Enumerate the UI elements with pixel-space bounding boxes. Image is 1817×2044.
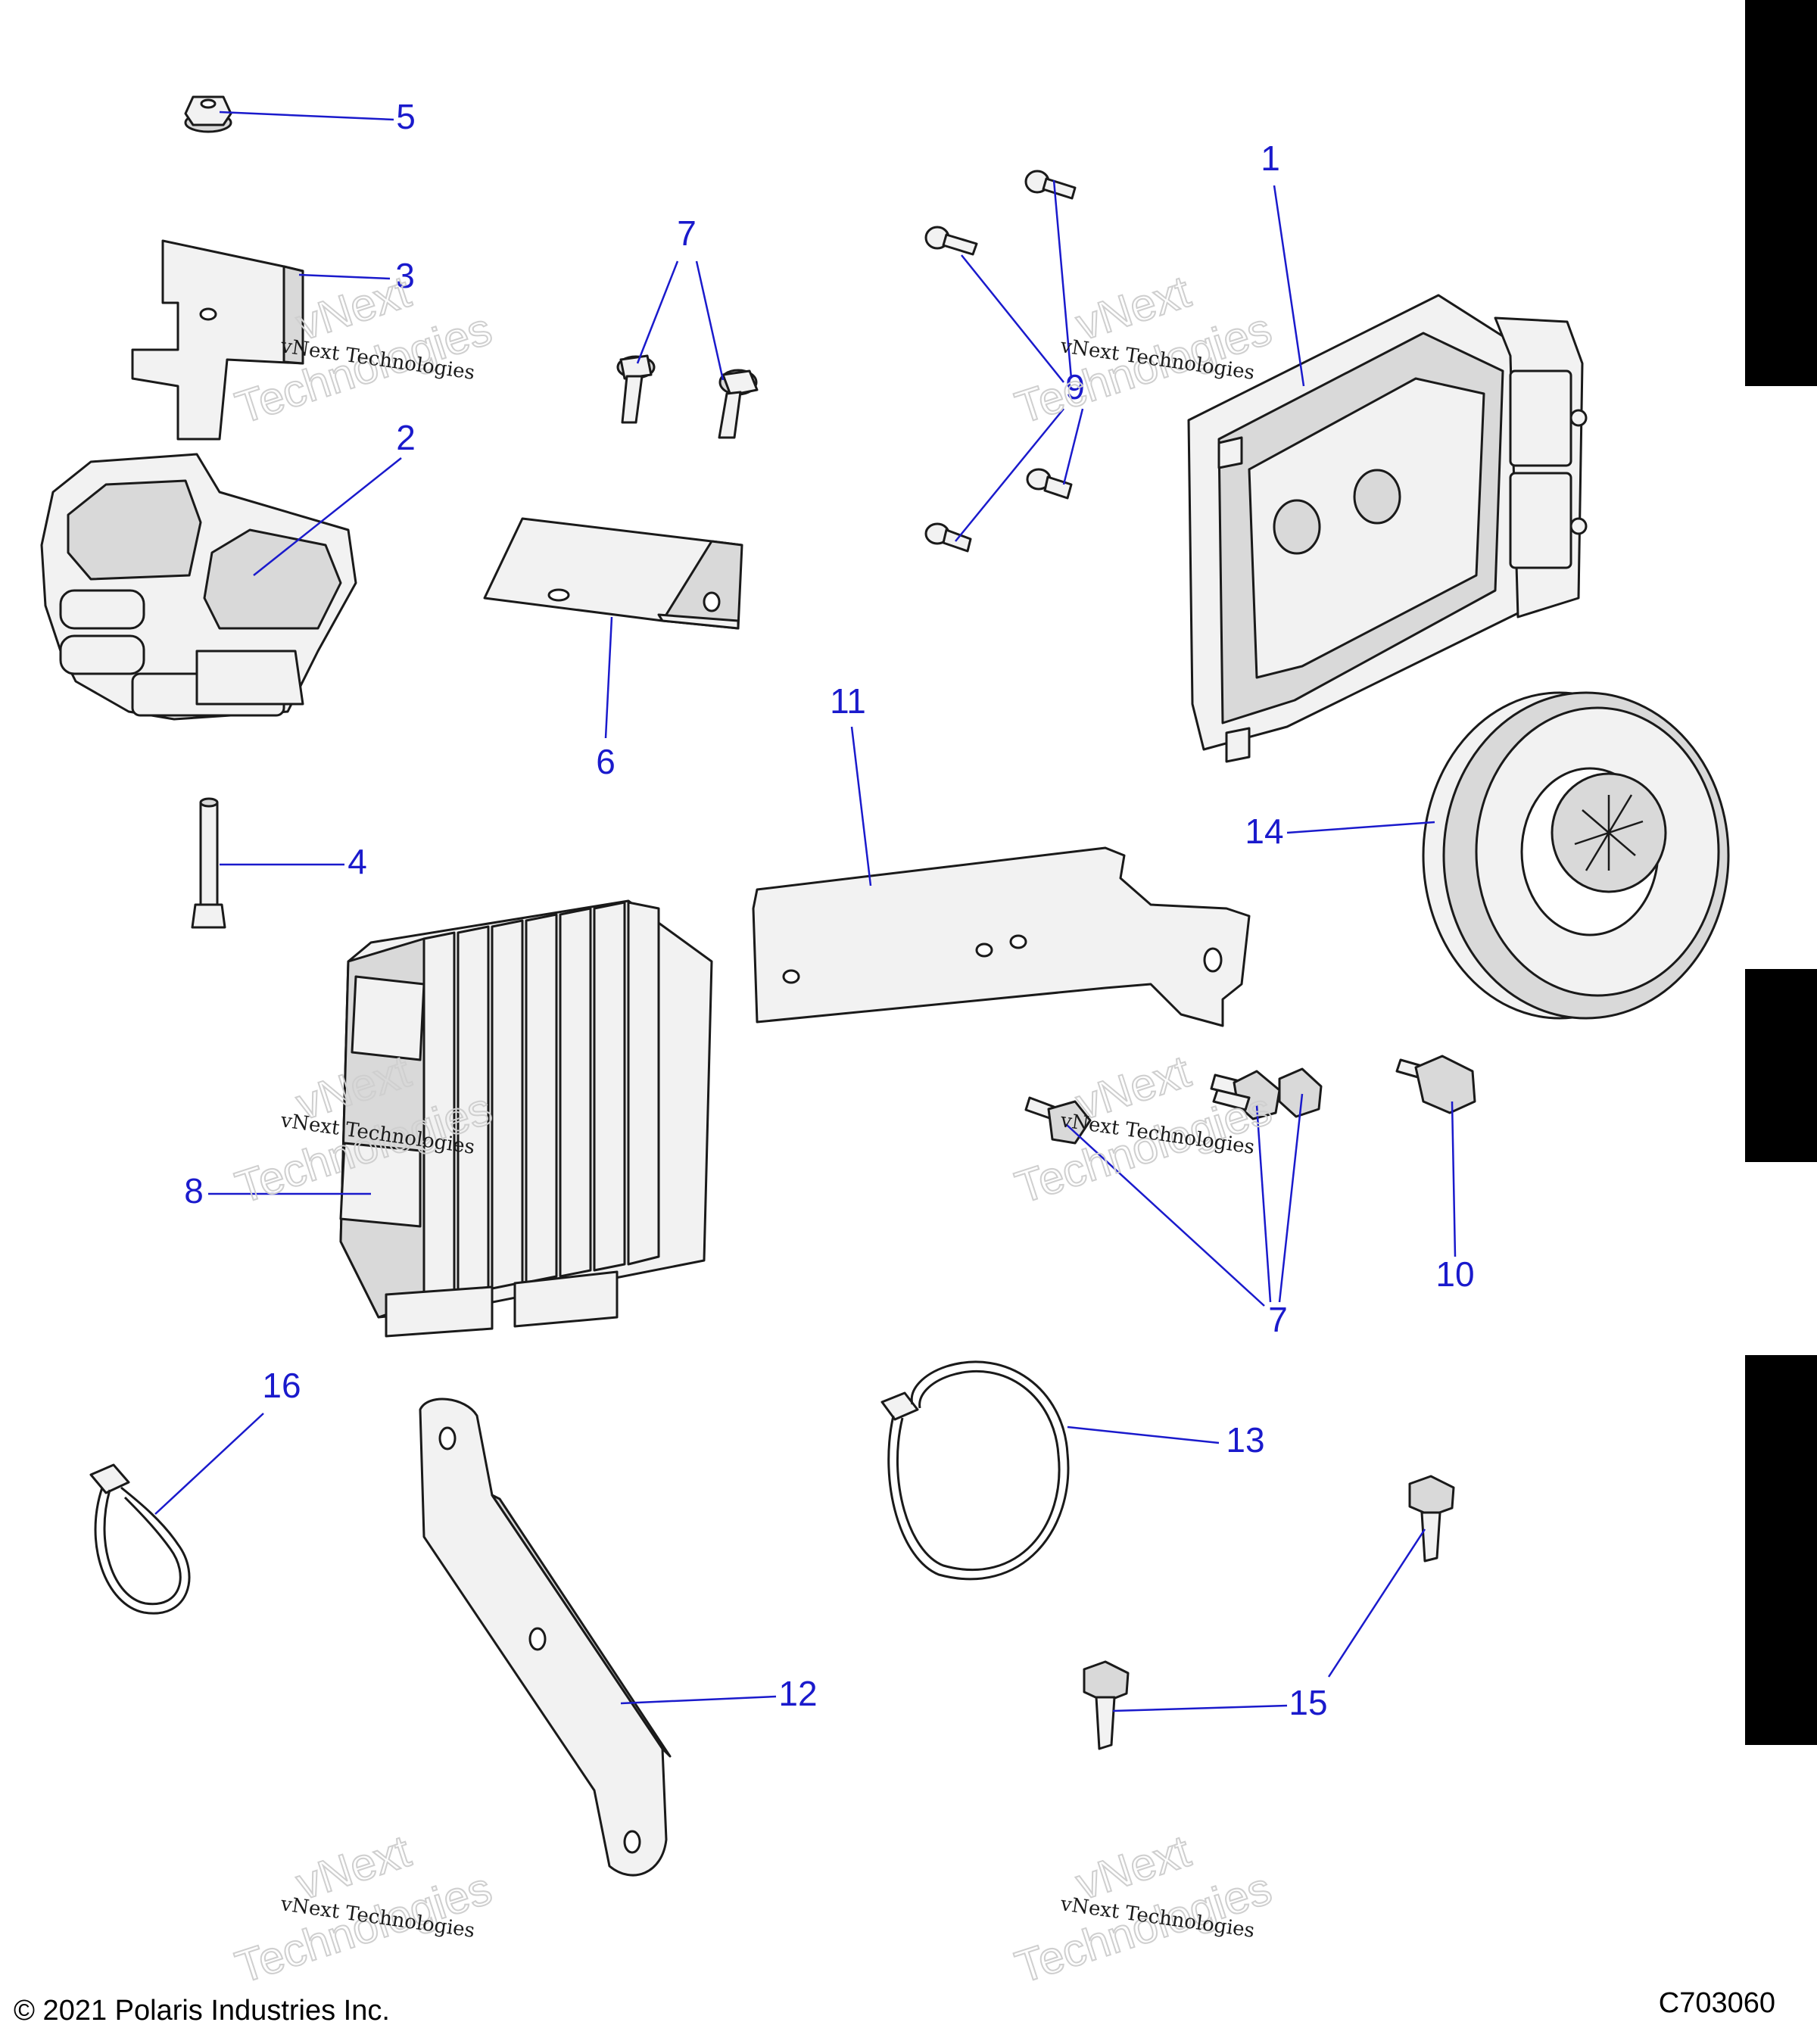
- part-15-bolt-upper: [1408, 1475, 1455, 1563]
- callout-8: 8: [184, 1171, 204, 1211]
- part-7-bolt-upper-right: [718, 369, 759, 439]
- watermarks: vNext Technologies vNext Technologies vN…: [229, 265, 1278, 1993]
- leader-6: [604, 616, 613, 739]
- part-15-bolt-lower: [1083, 1660, 1130, 1750]
- part-9-screw-a: [1024, 170, 1077, 200]
- part-7-bolt-lower-right: [1212, 1067, 1323, 1118]
- part-13-cable-tie: [880, 1360, 1070, 1581]
- part-5-flange-nut: [184, 95, 232, 133]
- part-6-bracket: [483, 517, 743, 630]
- watermark-4: vNext Technologies vNext Technologies: [1008, 1045, 1278, 1214]
- callout-11: 11: [830, 681, 866, 721]
- part-1-ecu: [1187, 294, 1588, 763]
- part-7-bolt-lower-left: [1024, 1096, 1092, 1145]
- figure-code: C703060: [1659, 1987, 1775, 2019]
- callout-5: 5: [396, 97, 416, 136]
- leader-13: [1067, 1426, 1220, 1444]
- leader-10: [1451, 1101, 1457, 1257]
- page-tab-top: [1745, 0, 1817, 386]
- page-tab-middle: [1745, 969, 1817, 1162]
- leader-15b: [1327, 1528, 1426, 1678]
- callout-7-upper: 7: [677, 213, 697, 253]
- leader-14: [1286, 821, 1435, 834]
- part-10-bolt: [1395, 1055, 1476, 1114]
- leader-7b-left: [1065, 1123, 1265, 1307]
- callout-6: 6: [596, 742, 616, 781]
- callout-7-lower: 7: [1268, 1300, 1288, 1339]
- callout-13: 13: [1226, 1420, 1264, 1460]
- copyright-text: © 2021 Polaris Industries Inc.: [14, 1995, 390, 2027]
- part-16-cable-tie: [89, 1463, 191, 1615]
- part-12-bracket: [419, 1397, 672, 1877]
- leader-lines: [154, 111, 1457, 1712]
- callouts: 1 2 3 4 5 6 7 7 8 9 10 11 12 13 14 15 16: [184, 97, 1474, 1722]
- callout-1: 1: [1261, 139, 1280, 178]
- leader-7b-right: [1278, 1093, 1304, 1303]
- leader-2: [253, 457, 402, 576]
- leader-9a: [1052, 179, 1073, 379]
- leader-12: [620, 1695, 777, 1705]
- callout-9: 9: [1065, 367, 1085, 407]
- callout-10: 10: [1435, 1254, 1474, 1294]
- leader-9d: [955, 408, 1064, 542]
- watermark-6: vNext Technologies vNext Technologies: [1008, 1824, 1278, 1993]
- part-9-screw-d: [924, 522, 972, 553]
- leader-7a-right: [695, 260, 725, 381]
- leader-11: [850, 726, 872, 886]
- callout-3: 3: [395, 256, 415, 295]
- part-9-screw-c: [1026, 468, 1073, 500]
- leader-1: [1273, 185, 1305, 387]
- leader-7a-left: [636, 260, 679, 364]
- part-3-bracket-clip: [131, 239, 304, 441]
- part-4-bolt: [191, 797, 226, 929]
- callout-14: 14: [1245, 812, 1283, 851]
- leader-5: [219, 111, 394, 121]
- leader-16: [154, 1413, 264, 1515]
- part-9-screws: [924, 170, 1077, 553]
- leader-9c: [1062, 408, 1084, 485]
- leader-9b: [961, 254, 1064, 383]
- part-2-ignition-coil: [40, 453, 357, 721]
- watermark-5: vNext Technologies vNext Technologies: [229, 1824, 498, 1993]
- callout-2: 2: [396, 418, 416, 457]
- part-7-bolt-upper-left: [616, 354, 656, 424]
- callout-16: 16: [262, 1366, 301, 1405]
- callout-4: 4: [348, 842, 367, 881]
- part-14-grommet: [1422, 691, 1730, 1020]
- callout-12: 12: [778, 1674, 817, 1713]
- part-9-screw-b: [924, 226, 978, 256]
- part-8-regulator: [339, 899, 713, 1338]
- leader-15a: [1112, 1704, 1288, 1712]
- page-tab-bottom: [1745, 1355, 1817, 1745]
- callout-15: 15: [1289, 1683, 1327, 1722]
- leader-3: [298, 273, 391, 280]
- leader-7b-mid: [1255, 1105, 1272, 1303]
- part-11-bracket: [752, 846, 1251, 1027]
